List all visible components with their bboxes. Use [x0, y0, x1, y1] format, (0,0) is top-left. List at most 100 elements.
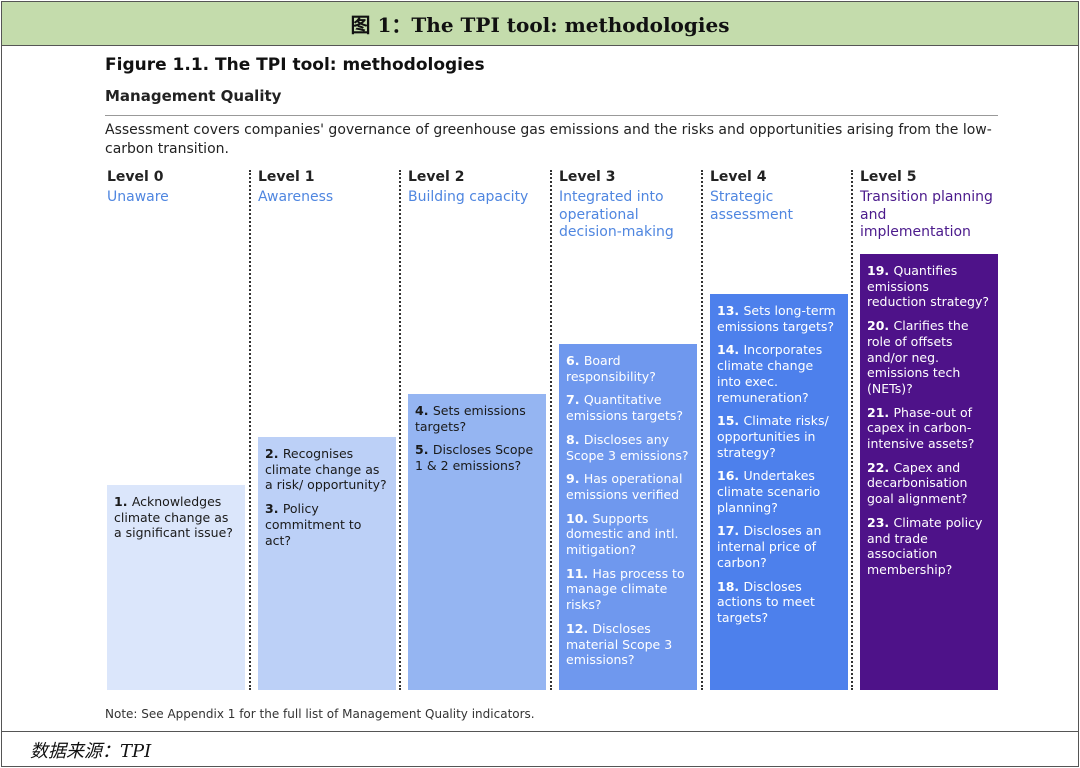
level-divider: [399, 170, 401, 690]
indicator-item: 14. Incorporates climate change into exe…: [717, 342, 841, 405]
level-divider: [550, 170, 552, 690]
level-number: Level 1: [258, 169, 315, 185]
level-name: Strategic assessment: [710, 189, 793, 223]
indicator-text: Undertakes climate scenario planning?: [717, 468, 821, 515]
indicator-item: 9. Has operational emissions verified: [566, 471, 690, 502]
indicator-text: Recognises climate change as a risk/ opp…: [265, 446, 387, 493]
level-column: Level 4 Strategic assessment 13. Sets long…: [710, 169, 850, 692]
indicator-item: 3. Policy commitment to act?: [265, 501, 389, 548]
indicator-text: Clarifies the role of offsets and/or neg…: [867, 318, 969, 396]
indicator-text: Sets long-term emissions targets?: [717, 303, 836, 334]
figure-title: Figure 1.1. The TPI tool: methodologies: [105, 55, 485, 75]
indicator-item: 15. Climate risks/ opportunities in stra…: [717, 413, 841, 460]
level-column: Level 1 Awareness 2. Recognises climate ch…: [258, 169, 398, 692]
section-title: Management Quality: [105, 87, 282, 105]
indicator-number: 10.: [566, 510, 593, 526]
indicator-item: 6. Board responsibility?: [566, 353, 690, 384]
indicator-number: 13.: [717, 303, 744, 318]
indicator-text: Discloses any Scope 3 emissions?: [566, 431, 689, 463]
indicator-number: 20.: [867, 318, 894, 334]
level-name: Integrated into operational decision-mak…: [559, 189, 674, 240]
indicator-item: 23. Climate policy and trade association…: [867, 515, 991, 578]
figure-note: Note: See Appendix 1 for the full list o…: [105, 707, 535, 721]
section-divider: [105, 115, 998, 116]
indicator-item: 20. Clarifies the role of offsets and/or…: [867, 318, 991, 397]
footer-divider: [2, 731, 1078, 732]
level-number: Level 3: [559, 169, 616, 185]
indicator-text: Discloses actions to meet targets?: [717, 578, 815, 625]
indicator-number: 3.: [265, 501, 283, 517]
indicator-number: 23.: [867, 514, 894, 530]
indicator-text: Quantifies emissions reduction strategy?: [867, 263, 989, 310]
indicator-text: Discloses an internal price of carbon?: [717, 523, 822, 570]
indicator-text: Incorporates climate change into exec. r…: [717, 342, 823, 405]
indicator-item: 21. Phase-out of capex in carbon-intensi…: [867, 405, 991, 452]
indicator-number: 12.: [566, 620, 593, 636]
indicator-number: 18.: [717, 578, 744, 594]
indicator-text: Sets emissions targets?: [415, 403, 526, 434]
level-indicator-box: 1. Acknowledges climate change as a sign…: [107, 485, 245, 690]
indicator-text: Board responsibility?: [566, 353, 656, 384]
indicator-item: 16. Undertakes climate scenario planning…: [717, 468, 841, 515]
indicator-number: 19.: [867, 263, 894, 278]
level-indicator-box: 19. Quantifies emissions reduction strat…: [860, 254, 998, 690]
indicator-item: 7. Quantitative emissions targets?: [566, 392, 690, 423]
level-column: Level 0 Unaware 1. Acknowledges climate ch…: [107, 169, 247, 692]
level-column: Level 2 Building capacity 4. Sets emission…: [408, 169, 548, 692]
level-indicator-box: 4. Sets emissions targets?5. Discloses S…: [408, 394, 546, 690]
indicator-number: 2.: [265, 446, 283, 461]
level-indicator-box: 13. Sets long-term emissions targets? 14.…: [710, 294, 848, 690]
indicator-item: 11. Has process to manage climate risks?: [566, 566, 690, 613]
indicator-text: Quantitative emissions targets?: [566, 392, 684, 424]
indicator-text: Has operational emissions verified: [566, 471, 683, 502]
level-divider: [851, 170, 853, 690]
indicator-number: 14.: [717, 342, 744, 358]
banner-title: 图 1：The TPI tool: methodologies: [2, 2, 1078, 46]
data-source: 数据来源：TPI: [30, 741, 152, 762]
level-number: Level 4: [710, 169, 767, 185]
indicator-number: 15.: [717, 413, 744, 429]
indicator-text: Climate risks/ opportunities in strategy…: [717, 413, 829, 460]
indicator-text: Capex and decarbonisation goal alignment…: [867, 459, 968, 507]
indicator-text: Phase-out of capex in carbon-intensive a…: [867, 404, 975, 452]
indicator-number: 21.: [867, 404, 894, 420]
indicator-number: 5.: [415, 442, 433, 458]
indicator-item: 13. Sets long-term emissions targets?: [717, 303, 841, 334]
level-indicator-box: 2. Recognises climate change as a risk/ …: [258, 437, 396, 690]
indicator-number: 1.: [114, 494, 132, 509]
level-number: Level 5: [860, 169, 917, 185]
indicator-number: 22.: [867, 459, 894, 475]
level-divider: [249, 170, 251, 690]
level-divider: [701, 170, 703, 690]
indicator-number: 17.: [717, 523, 744, 539]
level-name: Unaware: [107, 189, 169, 205]
indicator-item: 10. Supports domestic and intl. mitigati…: [566, 511, 690, 558]
indicator-number: 6.: [566, 353, 584, 368]
indicator-number: 9.: [566, 471, 584, 487]
level-name: Transition planning and implementation: [860, 189, 993, 240]
level-column: Level 5 Transition planning and implement…: [860, 169, 1000, 692]
indicator-item: 22. Capex and decarbonisation goal align…: [867, 460, 991, 507]
indicator-item: 1. Acknowledges climate change as a sign…: [114, 494, 238, 541]
indicator-text: Discloses material Scope 3 emissions?: [566, 620, 673, 668]
indicator-text: Supports domestic and intl. mitigation?: [566, 510, 679, 558]
indicator-text: Acknowledges climate change as a signifi…: [114, 494, 233, 541]
level-column: Level 3 Integrated into operational decis…: [559, 169, 699, 692]
indicator-text: Has process to manage climate risks?: [566, 565, 685, 613]
level-number: Level 2: [408, 169, 465, 185]
indicator-item: 18. Discloses actions to meet targets?: [717, 579, 841, 626]
indicator-item: 4. Sets emissions targets?: [415, 403, 539, 434]
indicator-item: 12. Discloses material Scope 3 emissions…: [566, 621, 690, 668]
level-indicator-box: 6. Board responsibility? 7. Quantitative …: [559, 344, 697, 690]
indicator-item: 2. Recognises climate change as a risk/ …: [265, 446, 389, 493]
indicator-item: 17. Discloses an internal price of carbo…: [717, 523, 841, 570]
level-name: Building capacity: [408, 189, 529, 205]
indicator-number: 11.: [566, 565, 593, 581]
assessment-description: Assessment covers companies' governance …: [105, 122, 992, 157]
level-name: Awareness: [258, 189, 334, 205]
indicator-item: 8. Discloses any Scope 3 emissions?: [566, 432, 690, 463]
indicator-number: 16.: [717, 468, 744, 484]
level-number: Level 0: [107, 169, 164, 185]
indicator-number: 8.: [566, 431, 584, 447]
